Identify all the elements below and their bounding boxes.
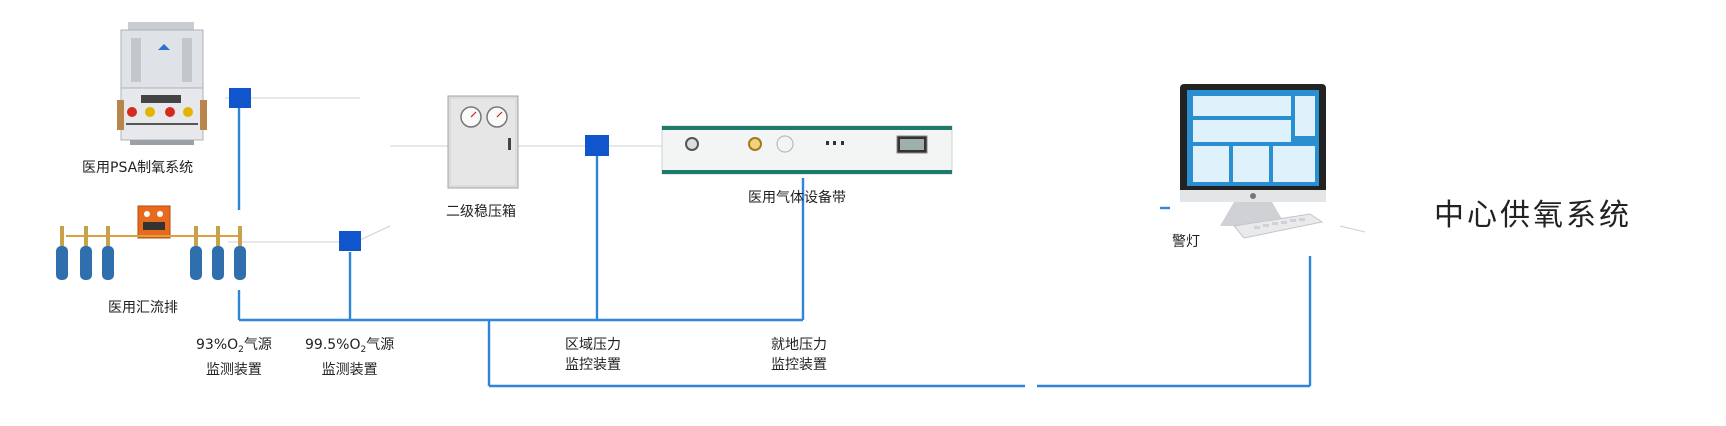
monitoring-computer-icon <box>1180 84 1326 239</box>
psa-generator-icon <box>117 22 207 145</box>
src995-monitor-label: 99.5%O2气源 监测装置 <box>305 337 395 378</box>
monitor-bus-lines <box>237 108 1312 388</box>
bedhead-unit-icon <box>661 125 953 175</box>
regulator-box-icon <box>447 95 519 189</box>
regulator-box-label: 二级稳压箱 <box>446 204 516 220</box>
manifold-monitor-node <box>339 231 361 251</box>
local-monitor-label: 就地压力 监控装置 <box>771 337 827 373</box>
src93-monitor-label: 93%O2气源 监测装置 <box>196 337 272 378</box>
manifold-cylinders-icon <box>56 205 246 280</box>
psa-system-label: 医用PSA制氧系统 <box>82 160 194 176</box>
zone-monitor-label: 区域压力 监控装置 <box>565 337 621 373</box>
gas-pipelines <box>225 97 1366 243</box>
bedhead-unit-label: 医用气体设备带 <box>748 190 846 206</box>
alarm-light-label: 警灯 <box>1172 234 1200 250</box>
diagram-title: 中心供氧系统 <box>1434 198 1632 233</box>
psa-monitor-node <box>229 88 251 108</box>
zone-monitor-node <box>585 135 609 156</box>
manifold-label: 医用汇流排 <box>108 300 178 316</box>
